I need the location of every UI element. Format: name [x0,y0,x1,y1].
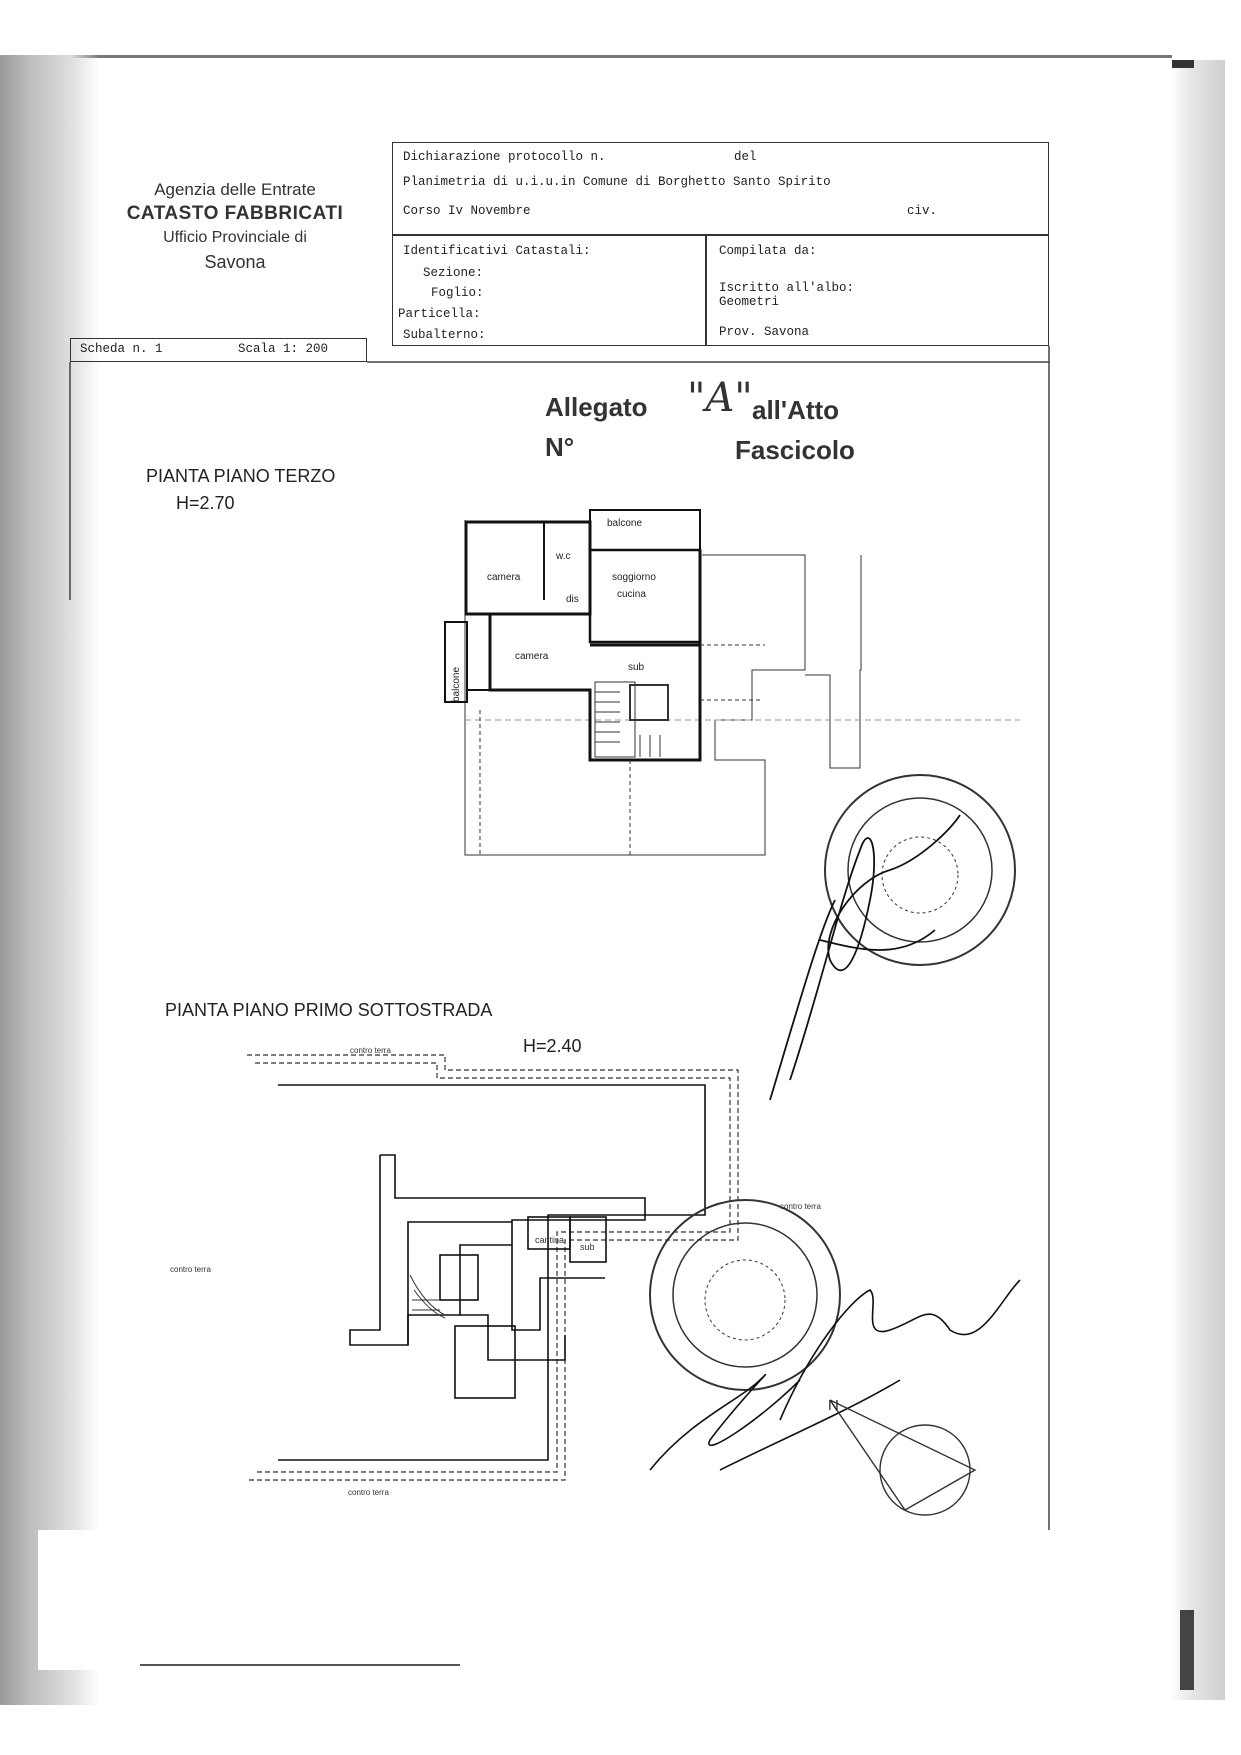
header-box-identificativi [392,234,707,346]
plan1-dashed [479,644,765,855]
plan1-stairs [594,681,669,758]
particella-label: Particella: [398,307,481,321]
scheda-label: Scheda n. 1 [80,342,163,356]
scan-left-shadow [0,55,100,1705]
plan1-height: H=2.70 [176,493,235,513]
plan2-stairs [409,1274,446,1319]
signature-lower [649,1279,1021,1471]
room-dis: dis [566,594,579,605]
room-sub: sub [628,662,645,673]
signature-upper [769,814,961,1101]
north-compass [829,1399,977,1516]
room-balcone-side: balcone [451,666,462,702]
header-box-top [392,142,1049,236]
scan-mark-top [1172,60,1194,68]
plan2-title: PIANTA PIANO PRIMO SOTTOSTRADA [165,1000,493,1020]
footer-line [140,1664,460,1666]
scala-label: Scala 1: 200 [238,342,329,356]
prov-label: Prov. Savona [719,325,810,339]
foglio-label: Foglio: [431,286,484,300]
identificativi-label: Identificativi Catastali: [403,244,591,258]
stamp-upper [824,774,1016,966]
room-camera-2: camera [515,651,549,662]
cantina-label: cantina [535,1235,565,1245]
catasto-title: CATASTO FABBRICATI [126,203,344,224]
ufficio-label: Ufficio Provinciale di [163,229,307,246]
contro-terra-bottom: contro terra [348,1488,389,1497]
plan2-outer-dashed [247,1054,739,1481]
header-box-compilata [705,234,1049,346]
north-label: N [828,1397,839,1414]
sezione-label: Sezione: [423,266,484,280]
numero-label: N° [545,432,575,462]
stamp-lower [649,1199,841,1391]
room-wc: w.c [556,551,571,562]
plan2-height: H=2.40 [523,1036,582,1056]
indirizzo-label: Corso Iv Novembre [403,204,531,218]
planimetria-label: Planimetria di u.i.u.in Comune di Borghe… [403,175,831,189]
albo-label: Geometri [719,295,780,309]
iscritto-label: Iscritto all'albo: [719,281,855,295]
room-cucina: cucina [617,589,646,600]
agency-block: Agenzia delle Entrate CATASTO FABBRICATI… [110,178,360,274]
plan2-walls [278,1084,706,1461]
contro-terra-left: contro terra [170,1265,211,1274]
dichiarazione-label: Dichiarazione protocollo n. [403,150,606,164]
civ-label: civ. [907,204,938,218]
contro-terra-right: contro terra [780,1202,821,1211]
ufficio-city: Savona [204,252,266,272]
compilata-label: Compilata da: [719,244,817,258]
allegato-handwritten-mark: "A" [687,375,753,421]
fascicolo-label: Fascicolo [735,435,855,465]
scan-right-shadow [1170,60,1225,1700]
agency-name: Agenzia delle Entrate [154,180,316,199]
del-label: del [734,150,757,164]
sub-label: sub [580,1242,595,1252]
blank-footer [38,1530,1098,1670]
room-balcone-top: balcone [607,518,643,529]
subalterno-label: Subalterno: [403,328,486,342]
plan1-walls [444,509,702,762]
room-soggiorno: soggiorno [612,572,656,583]
atto-label: all'Atto [752,395,840,425]
scan-top-rule [22,55,1172,58]
scan-mark-bottom [1180,1610,1194,1690]
contro-terra-top: contro terra [350,1046,391,1055]
allegato-label: Allegato [545,392,648,422]
plan1-title: PIANTA PIANO TERZO [146,466,336,486]
scheda-box [70,338,367,362]
plan1-outline [464,520,1020,856]
room-camera-1: camera [487,572,521,583]
